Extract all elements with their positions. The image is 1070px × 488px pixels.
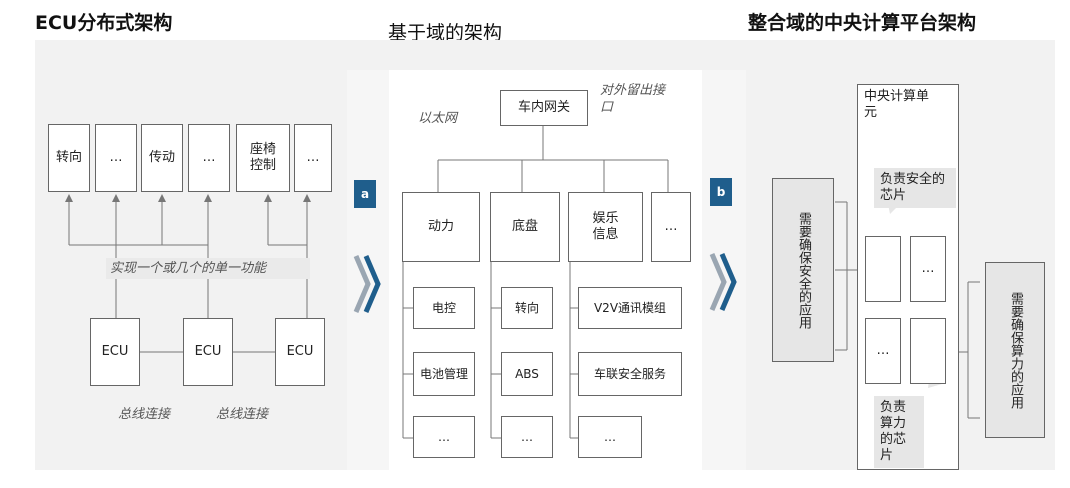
- chassis-item-steering: 转向: [501, 287, 553, 329]
- infotainment-item-ellipsis: …: [578, 416, 642, 458]
- compute-apps-bracket: 需要确保算力的应用: [985, 262, 1045, 438]
- safety-apps-bracket: 需要确保安全的应用: [772, 178, 834, 362]
- compute-apps-label: 需要确保算力的应用: [1005, 287, 1025, 413]
- middle-panel-bg-left-strip: [347, 70, 389, 470]
- bus-label-2: 总线连接: [216, 407, 269, 422]
- title-band: [35, 40, 1055, 70]
- ecu-box-2: ECU: [183, 318, 233, 386]
- function-box-ellipsis-1: …: [95, 124, 137, 192]
- infotainment-item-security: 车联安全服务: [578, 352, 682, 396]
- transition-tag-b: b: [710, 178, 732, 206]
- power-item-bms: 电池管理: [413, 352, 475, 396]
- right-panel-title: 整合域的中央计算平台架构: [748, 12, 977, 34]
- chassis-item-abs: ABS: [501, 352, 553, 396]
- domain-box-infotainment: 娱乐信息: [568, 192, 643, 262]
- left-panel-title: ECU分布式架构: [35, 12, 173, 34]
- middle-panel-bg: [389, 70, 702, 470]
- gateway-box: 车内网关: [500, 90, 588, 126]
- bus-label-1: 总线连接: [118, 407, 171, 422]
- domain-box-ellipsis: …: [651, 192, 691, 262]
- right-panel-bg-strip: [702, 70, 746, 470]
- safety-apps-label: 需要确保安全的应用: [793, 207, 813, 333]
- chevron-right-icon: [353, 255, 381, 313]
- function-box-seat-control: 座椅控制: [236, 124, 290, 192]
- ecu-box-1: ECU: [90, 318, 140, 386]
- infotainment-item-v2v: V2V通讯模组: [578, 287, 682, 329]
- compute-chip-box: [910, 318, 946, 384]
- domain-box-chassis: 底盘: [490, 192, 560, 262]
- ethernet-label: 以太网: [418, 111, 458, 126]
- power-item-ellipsis: …: [413, 416, 475, 458]
- function-box-ellipsis-2: …: [188, 124, 230, 192]
- chassis-item-ellipsis: …: [501, 416, 553, 458]
- function-box-transmission: 传动: [141, 124, 183, 192]
- domain-box-powertrain: 动力: [402, 192, 480, 262]
- single-function-annotation: 实现一个或几个的单一功能: [106, 258, 310, 279]
- middle-panel-title: 基于域的架构: [388, 22, 503, 44]
- ecu-box-3: ECU: [275, 318, 325, 386]
- function-box-steering: 转向: [48, 124, 90, 192]
- compute-chip-callout: 负责算力的芯片: [874, 396, 924, 468]
- function-box-ellipsis-3: …: [294, 124, 332, 192]
- chip-box-ellipsis-1: …: [910, 236, 946, 302]
- safety-chip-box: [865, 236, 901, 302]
- power-item-ecu: 电控: [413, 287, 475, 329]
- transition-tag-a: a: [354, 180, 376, 208]
- safety-chip-callout: 负责安全的芯片: [874, 168, 956, 208]
- external-interface-label: 对外留出接口: [600, 83, 666, 115]
- chevron-right-icon: [709, 253, 737, 311]
- central-compute-unit-label: 中央计算单元: [864, 89, 930, 120]
- chip-box-ellipsis-2: …: [865, 318, 901, 384]
